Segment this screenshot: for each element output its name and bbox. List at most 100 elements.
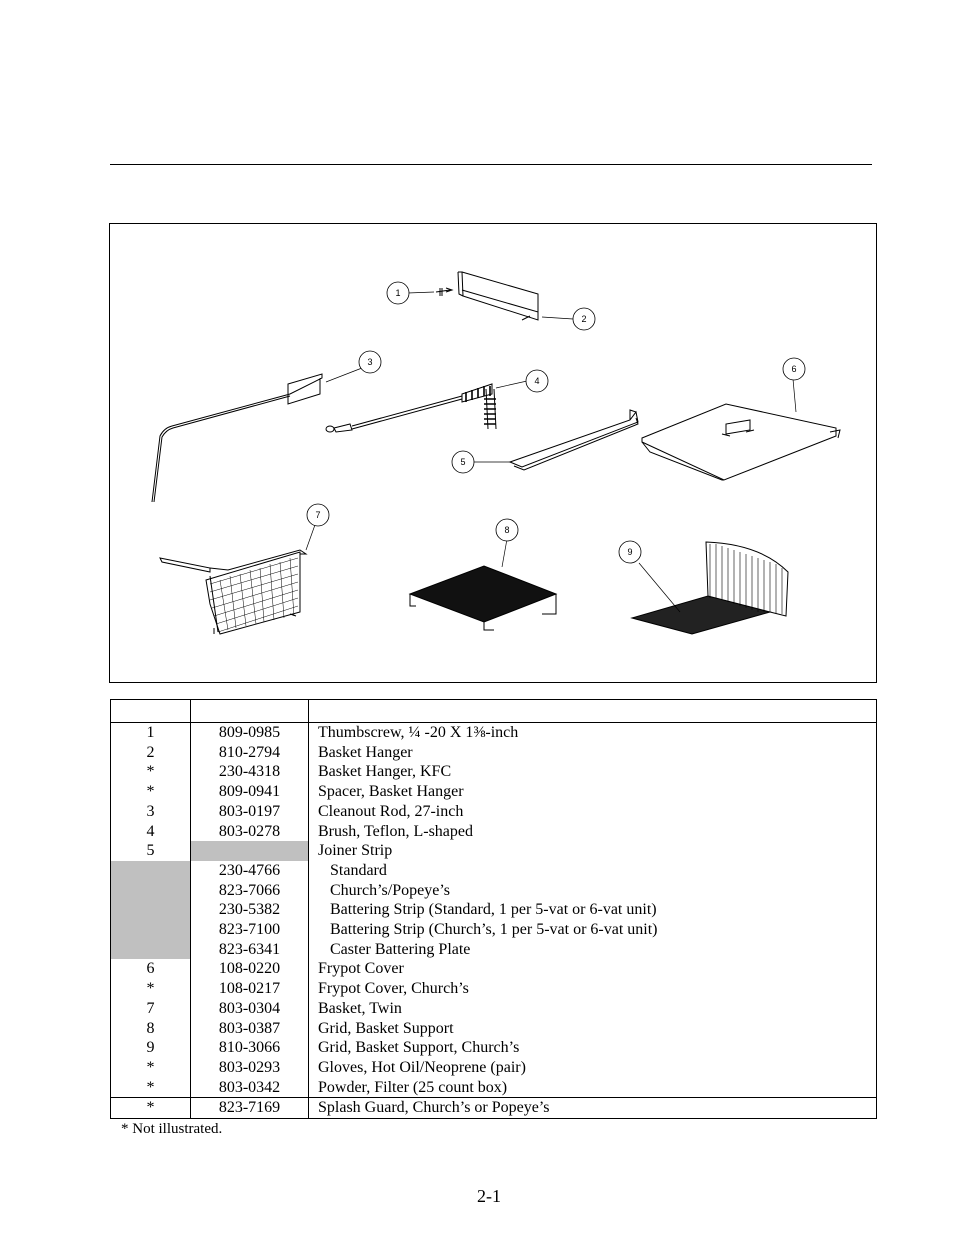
- page-number: 2-1: [477, 1186, 501, 1206]
- part-number-cell: 803-0304: [190, 998, 309, 1019]
- part-number-cell: 823-6341: [190, 939, 309, 960]
- twin-basket-drawing: [159, 549, 308, 635]
- callout-6: 6: [782, 357, 806, 381]
- callout-3: 3: [358, 350, 382, 374]
- item-cell: [110, 900, 191, 921]
- description-cell: Thumbscrew, ¼ -20 X 1⅜-inch: [308, 722, 877, 743]
- part-number-cell: 803-0293: [190, 1057, 309, 1078]
- description-cell: Battering Strip (Church’s, 1 per 5-vat o…: [308, 920, 877, 940]
- part-number-cell: 803-0197: [190, 801, 309, 822]
- header-cell-item: [110, 699, 191, 723]
- description-cell: Basket Hanger, KFC: [308, 762, 877, 783]
- part-number-cell: 823-7100: [190, 920, 309, 940]
- part-number-cell: 230-4318: [190, 762, 309, 783]
- callout-9-label: 9: [627, 547, 632, 557]
- item-cell: *: [110, 979, 191, 999]
- item-cell: [110, 920, 191, 940]
- callout-8-label: 8: [504, 525, 509, 535]
- part-number-cell: 230-4766: [190, 860, 309, 881]
- description-cell: Church’s/Popeye’s: [308, 880, 877, 901]
- description-cell: Gloves, Hot Oil/Neoprene (pair): [308, 1057, 877, 1078]
- table-header-row: [110, 699, 877, 723]
- description-cell: Spacer, Basket Hanger: [308, 782, 877, 802]
- item-cell: *: [110, 762, 191, 783]
- part-number-cell: 803-0278: [190, 821, 309, 842]
- teflon-brush-drawing: [325, 383, 497, 433]
- description-cell: Caster Battering Plate: [308, 939, 877, 960]
- part-number-cell: 809-0985: [190, 722, 309, 743]
- joiner-strip-drawing: [508, 409, 639, 471]
- part-number-cell: 810-2794: [190, 742, 309, 763]
- part-number-cell: 810-3066: [190, 1038, 309, 1058]
- callout-6-label: 6: [791, 364, 796, 374]
- description-cell: Standard: [308, 860, 877, 881]
- callout-1: 1: [386, 281, 410, 305]
- description-cell: Cleanout Rod, 27-inch: [308, 801, 877, 822]
- callout-3-label: 3: [367, 357, 372, 367]
- item-cell: 2: [110, 742, 191, 763]
- description-cell: Grid, Basket Support: [308, 1018, 877, 1039]
- part-number-cell: 803-0387: [190, 1018, 309, 1039]
- item-cell: *: [110, 782, 191, 802]
- table-row: 5 Joiner Strip: [110, 841, 877, 861]
- header-cell-part: [190, 699, 309, 723]
- leader-lines: [305, 291, 797, 613]
- part-number-cell: 230-5382: [190, 900, 309, 921]
- item-cell: 6: [110, 959, 191, 980]
- description-cell: Basket Hanger: [308, 742, 877, 763]
- item-cell: 3: [110, 801, 191, 822]
- callout-2-label: 2: [581, 314, 586, 324]
- description-cell: Powder, Filter (25 count box): [308, 1077, 877, 1098]
- cleanout-rod-drawing: [151, 373, 323, 503]
- description-cell: Frypot Cover, Church’s: [308, 979, 877, 999]
- description-cell: Frypot Cover: [308, 959, 877, 980]
- item-cell: *: [110, 1057, 191, 1078]
- thumbscrew-drawing: [435, 287, 454, 296]
- item-cell: 1: [110, 722, 191, 743]
- parts-illustration: 1 2 3 4 5 6 7 8 9: [109, 223, 877, 683]
- description-cell: Splash Guard, Church’s or Popeye’s: [308, 1097, 877, 1120]
- callout-4-label: 4: [534, 376, 539, 386]
- callout-2: 2: [572, 307, 596, 331]
- item-cell: 5: [110, 841, 191, 861]
- description-cell: Battering Strip (Standard, 1 per 5-vat o…: [308, 900, 877, 921]
- part-number-cell: 108-0220: [190, 959, 309, 980]
- part-number-cell: 809-0941: [190, 782, 309, 802]
- frypot-cover-drawing: [641, 403, 841, 481]
- callout-7-label: 7: [315, 510, 320, 520]
- header-rule: [110, 164, 872, 165]
- description-cell: Joiner Strip: [308, 841, 877, 861]
- item-cell: [110, 880, 191, 901]
- description-cell: Brush, Teflon, L-shaped: [308, 821, 877, 842]
- item-cell: *: [110, 1077, 191, 1098]
- callout-5: 5: [451, 450, 475, 474]
- callout-5-label: 5: [460, 457, 465, 467]
- item-cell: 4: [110, 821, 191, 842]
- item-cell: *: [110, 1097, 191, 1120]
- exploded-parts-drawing: 1 2 3 4 5 6 7 8 9: [151, 271, 841, 635]
- item-cell: [110, 860, 191, 881]
- item-cell: [110, 939, 191, 960]
- item-cell: 8: [110, 1018, 191, 1039]
- description-cell: Basket, Twin: [308, 998, 877, 1019]
- callout-7: 7: [306, 503, 330, 527]
- part-number-cell: 108-0217: [190, 979, 309, 999]
